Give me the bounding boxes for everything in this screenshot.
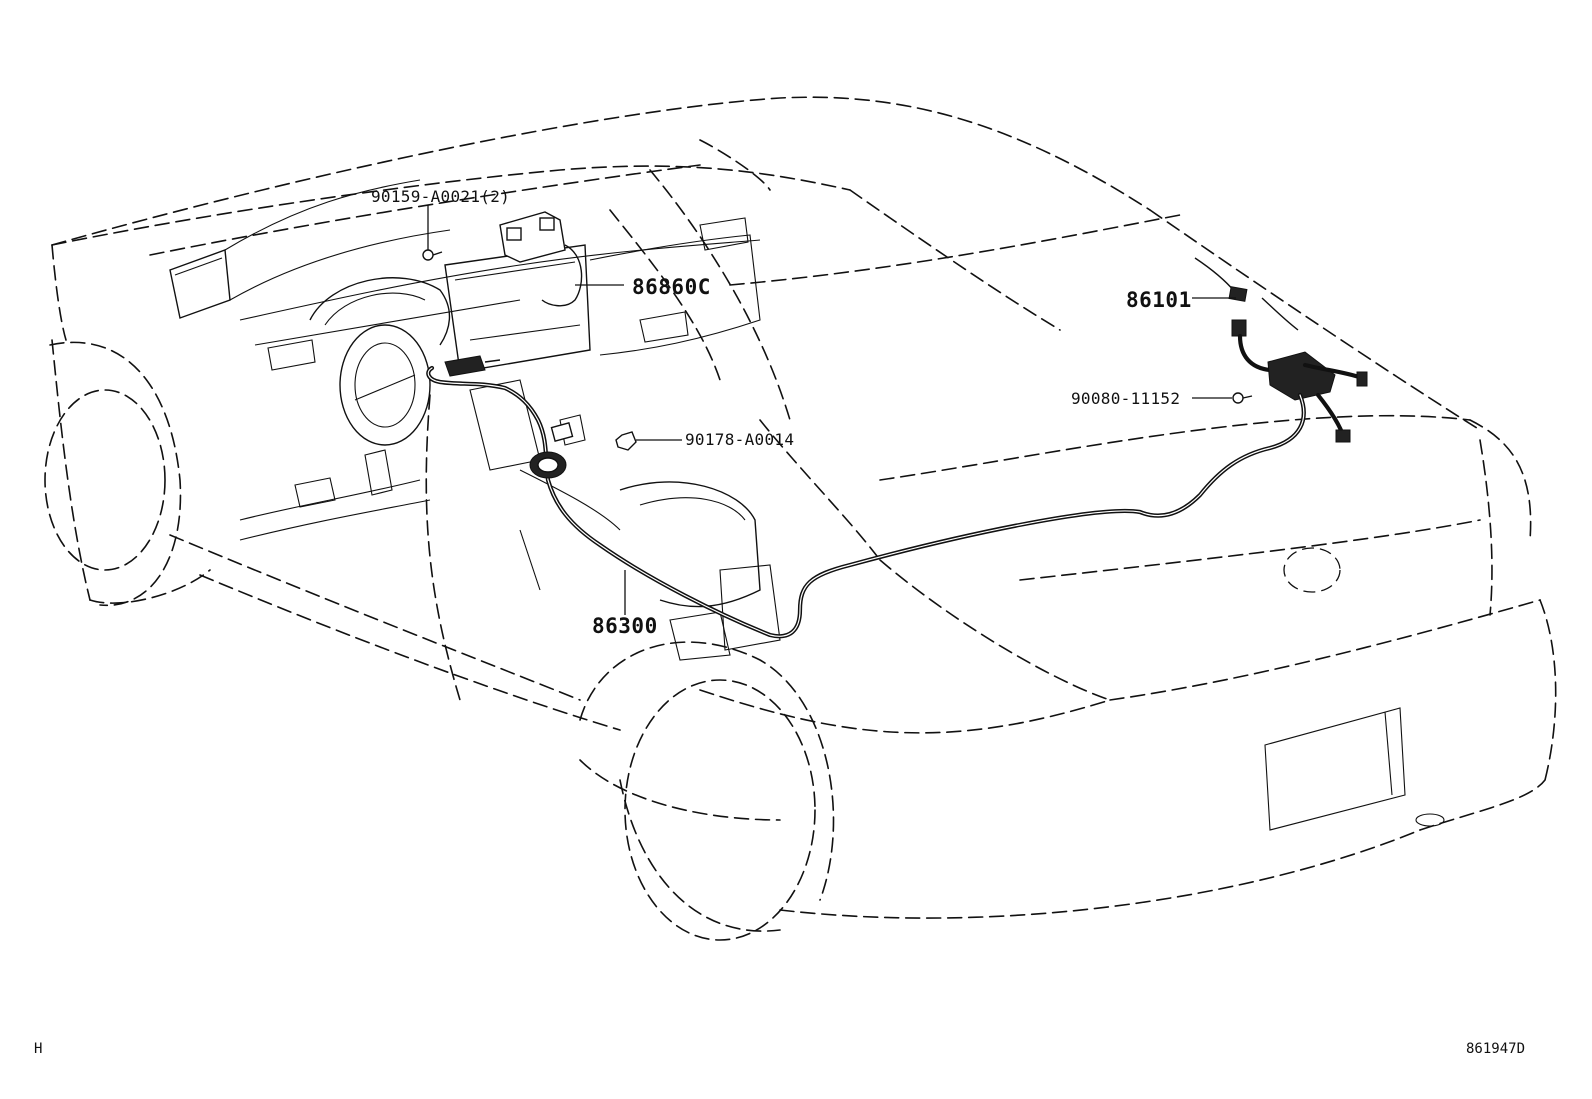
callout-86101-amplifier: 86101: [1126, 288, 1192, 312]
leader-lines: [427, 205, 1236, 615]
antenna-amplifier-86101: [1194, 257, 1368, 443]
callout-90159-bolt: 90159-A0021(2): [371, 187, 511, 206]
callout-90178-nut: 90178-A0014: [685, 430, 795, 449]
callout-86300-cable: 86300: [592, 614, 658, 638]
dashboard-interior: [169, 179, 781, 661]
footer-left-code: H: [34, 1041, 43, 1057]
antenna-bracket-86860c: [499, 211, 583, 307]
callout-86860c-bracket: 86860C: [632, 275, 711, 299]
car-body-outline: [44, 96, 1557, 941]
callout-90080-screw: 90080-11152: [1071, 389, 1181, 408]
bolt-90159-icon: [422, 249, 443, 261]
drawing-number: 861947D: [1466, 1041, 1526, 1057]
nut-90178-icon: [615, 431, 637, 451]
antenna-cable-86300: [426, 355, 1306, 639]
screw-90080-icon: [1232, 392, 1253, 404]
